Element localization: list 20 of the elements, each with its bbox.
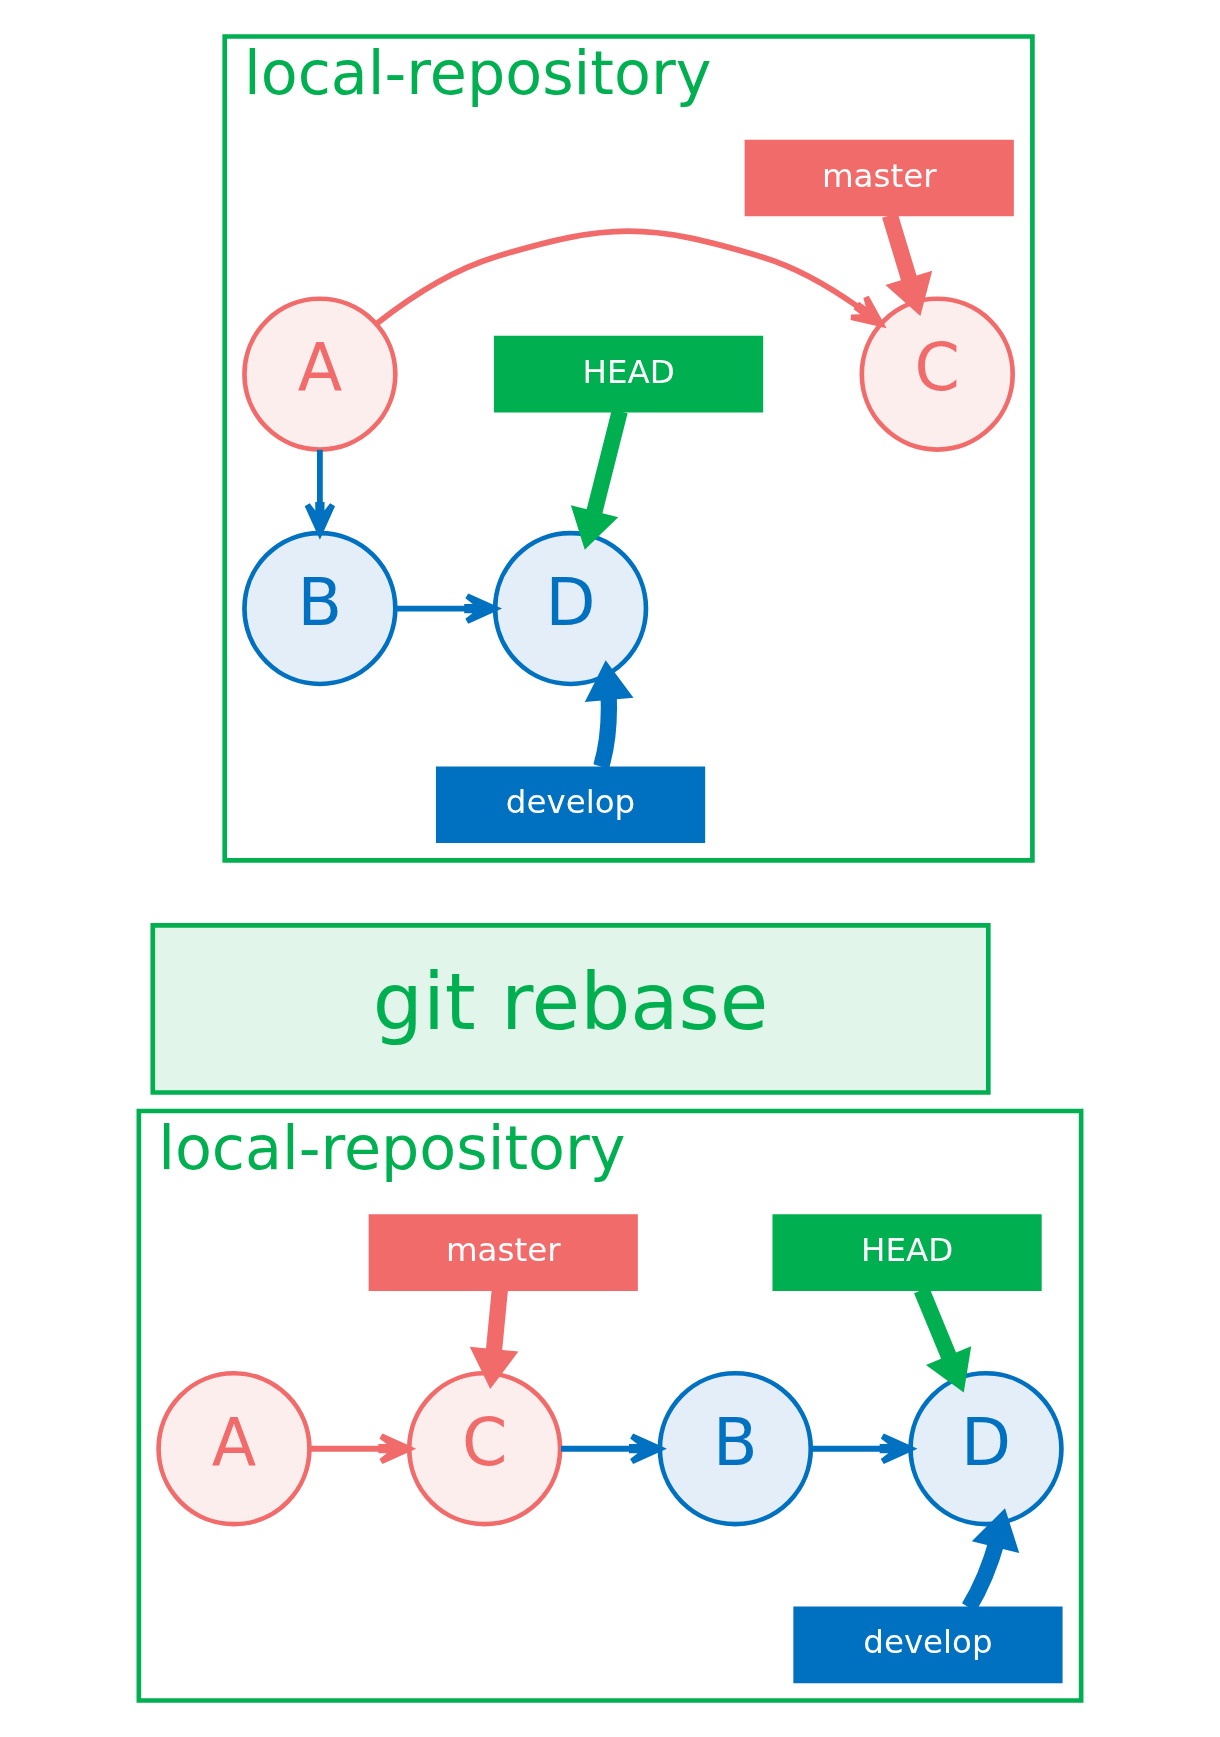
node-circle: C: [859, 296, 1015, 452]
node-circle: A: [156, 1371, 312, 1527]
node-box: master: [368, 1214, 638, 1291]
node-box: HEAD: [493, 335, 764, 413]
node-circle: D: [492, 530, 649, 687]
arrow: [570, 409, 628, 550]
arrow: [882, 213, 933, 317]
node-box: master: [744, 139, 1014, 217]
node-circle: A: [242, 296, 398, 452]
arrow: [469, 1289, 519, 1389]
node-circle: D: [908, 1371, 1064, 1527]
node-box: HEAD: [772, 1214, 1042, 1291]
node-circle: B: [657, 1371, 814, 1527]
node-box: git rebase: [150, 923, 991, 1095]
node-circle: C: [406, 1371, 563, 1527]
node-box: develop: [435, 766, 706, 843]
arrow: [584, 660, 634, 769]
node-box: develop: [793, 1606, 1063, 1684]
node-circle: B: [242, 530, 398, 687]
arrow: [374, 228, 884, 327]
